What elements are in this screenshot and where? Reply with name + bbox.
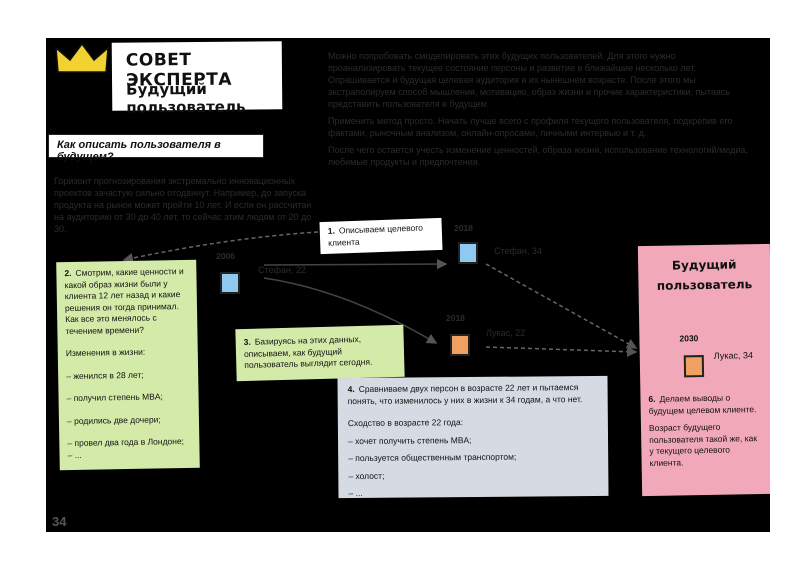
question-heading: Как описать пользователя в будущем?	[48, 134, 264, 163]
step1-note: 1.Описываем целевого клиента	[319, 217, 443, 255]
list-item: – ...	[67, 449, 82, 460]
step2-note: 2.Смотрим, какие ценности и какой образ …	[56, 259, 200, 471]
step3-note: 3.Базируясь на этих данных, описываем, к…	[235, 324, 405, 382]
arrow-to-step2	[122, 231, 319, 264]
arrow-to-future-2	[485, 346, 638, 357]
future-title: Будущий пользователь	[656, 257, 753, 293]
step-text: Делаем выводы о будущем целевом клиенте.	[648, 392, 757, 416]
question-text: Как описать пользователя в будущем?	[57, 139, 221, 163]
intro-paragraph: После чего остается учесть изменение цен…	[328, 145, 748, 167]
step-number: 2.	[64, 267, 72, 279]
persona-name: Лукас, 34	[713, 350, 754, 361]
crown-icon	[55, 42, 109, 73]
intro-paragraph: Можно попробовать смоделировать этих буд…	[328, 51, 730, 109]
arrow-2006-2018-lukas	[263, 277, 438, 344]
arrow-2006-2018	[263, 258, 448, 270]
step-text: Сравниваем двух персон в возрасте 22 лет…	[347, 382, 583, 406]
year-label: 2030	[679, 333, 699, 344]
year-label: 2018	[446, 313, 465, 323]
step-text: Базируясь на этих данных, описываем, как…	[243, 333, 373, 370]
flow-arrows	[122, 231, 638, 357]
year-label: 2018	[454, 223, 473, 233]
book-page: СОВЕТ ЭКСПЕРТА Будущий пользователь Можн…	[46, 38, 770, 532]
page-number: 34	[52, 514, 67, 529]
list-item: – ...	[348, 487, 363, 499]
person-icon	[683, 355, 705, 378]
person-icon	[450, 334, 470, 356]
step-number: 6.	[648, 393, 656, 405]
year-label: 2006	[216, 251, 235, 261]
persona-name: Стефан, 22	[258, 265, 306, 275]
step4-note: 4.Сравниваем двух персон в возрасте 22 л…	[337, 375, 609, 499]
future-user-note: Будущий пользователь 2030 Лукас, 34 6.Де…	[637, 243, 770, 497]
persona-name: Стефан, 34	[494, 246, 542, 256]
step-text: Возраст будущего пользователя такой же, …	[648, 421, 758, 468]
step-text: Описываем целевого клиента	[328, 222, 424, 248]
person-icon	[458, 242, 478, 264]
intro-text: Можно попробовать смоделировать этих буд…	[328, 50, 748, 173]
step-number: 4.	[347, 384, 355, 395]
arrow-to-future-1	[485, 263, 638, 349]
step-text: Смотрим, какие ценности и какой образ жи…	[64, 266, 184, 336]
step-number: 1.	[327, 225, 336, 236]
persona-name: Лукас, 22	[486, 328, 526, 338]
step-number: 3.	[243, 336, 251, 347]
list-item: – провел два года в Лондоне;	[67, 436, 185, 449]
person-icon	[220, 272, 240, 294]
intro-paragraph: Применить метод просто. Начать лучше все…	[328, 116, 733, 138]
horizon-text: Горизонт прогнозирования экстремально ин…	[54, 176, 312, 234]
